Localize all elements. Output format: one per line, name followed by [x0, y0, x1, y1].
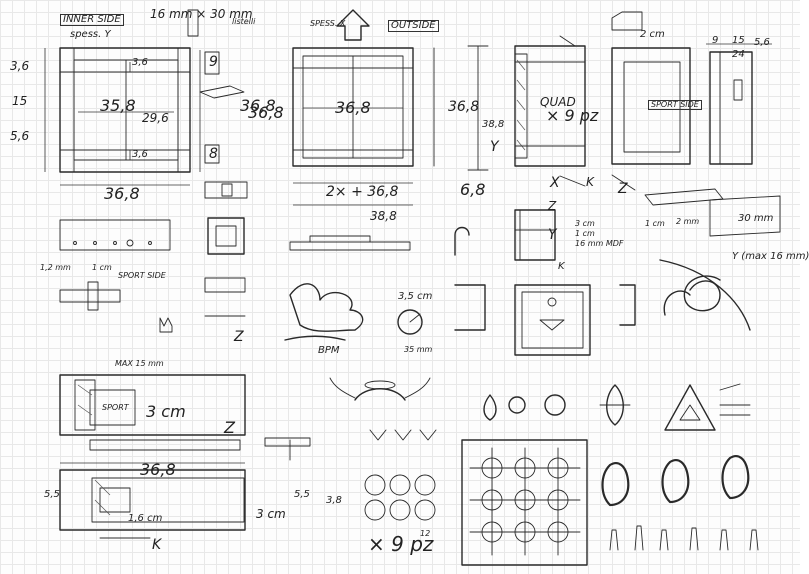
label-24: 24	[732, 49, 745, 60]
label-38-8-a: 38,8	[370, 209, 397, 223]
label-spess-y: spess. Y	[70, 29, 111, 40]
label-1cm-b: 1 cm	[645, 219, 665, 228]
label-16x30: 16 mm × 30 mm	[150, 7, 253, 21]
label-36-8-vert: 36,8	[240, 96, 276, 115]
label-1cm-c: 1 cm	[92, 263, 112, 272]
label-k-a: K	[586, 175, 594, 189]
label-5-6-left: 5,6	[10, 129, 30, 143]
label-3-6-top: 3,6	[132, 57, 148, 68]
target-grid	[469, 447, 581, 556]
label-sport: SPORT	[102, 403, 129, 412]
label-outside: OUTSIDE	[388, 20, 439, 32]
label-5-5-right: 5,5	[294, 489, 310, 500]
inner-frame-sketch	[44, 9, 245, 186]
label-3-8: 3,8	[326, 495, 342, 506]
label-3cm-c: 3 cm	[256, 507, 286, 521]
label-35-8: 35,8	[100, 96, 136, 115]
label-5-5-left: 5,5	[44, 489, 60, 500]
label-x9pz-b: × 9 pz	[368, 532, 434, 556]
label-5-6-b: 5,6	[754, 37, 770, 48]
label-3cm-a: 3 cm	[575, 219, 595, 228]
label-y-b: Y	[548, 227, 557, 243]
label-k-b: K	[558, 261, 565, 272]
label-quad: QUAD	[540, 95, 576, 109]
label-3-6-bottom: 3,6	[132, 149, 148, 160]
label-sport-side-b: SPORT SIDE	[118, 271, 166, 280]
label-15-b: 15	[732, 35, 745, 46]
sphere-grid	[364, 429, 437, 521]
label-16mm-mdf: 16 mm MDF	[575, 239, 624, 248]
label-36-8-mid: 36,8	[335, 98, 371, 117]
label-bpm: BPM	[318, 345, 340, 356]
label-1cm-a: 1 cm	[575, 229, 595, 238]
label-spess-x: SPESS. X	[310, 19, 346, 28]
label-y-a: Y	[490, 139, 499, 155]
label-36-8-low: 36,8	[140, 460, 176, 479]
label-max-15mm: MAX 15 mm	[115, 359, 164, 368]
outside-frame-sketch	[292, 9, 489, 206]
label-z-b: Z	[548, 199, 557, 213]
label-15-left: 15	[12, 94, 28, 108]
label-x9pz-a: × 9 pz	[546, 106, 599, 125]
label-3-6-left: 3,6	[10, 59, 30, 73]
label-12: 12	[420, 529, 431, 538]
row2-sketches	[59, 181, 781, 356]
label-2mm: 2 mm	[676, 217, 700, 226]
label-9-b: 9	[712, 35, 719, 46]
label-k-c: K	[152, 537, 162, 553]
quad-detail-sketch	[514, 35, 586, 187]
label-38-8-b: 38,8	[482, 119, 505, 130]
label-1-6cm: 1,6 cm	[128, 513, 163, 524]
label-inner-side: INNER SIDE	[60, 14, 124, 26]
label-36-8-side: 36,8	[448, 99, 480, 115]
label-36-8-bottom: 36,8	[104, 184, 140, 203]
label-y-max: Y (max 16 mm)	[732, 251, 809, 262]
label-listelli: listelli	[232, 17, 256, 26]
label-z-d: Z	[224, 418, 235, 437]
label-2cm-a: 2 cm	[640, 29, 665, 40]
row3-sketches	[59, 374, 759, 566]
label-35mm: 35 mm	[404, 345, 433, 354]
label-3cm-b: 3 cm	[146, 402, 186, 421]
label-x-a: X	[550, 175, 560, 191]
label-6-8: 6,8	[460, 180, 486, 199]
label-3-5cm: 3,5 cm	[398, 291, 433, 302]
label-z-c: Z	[234, 329, 244, 345]
label-36-8-outer: 36,8	[248, 103, 284, 122]
label-30mm: 30 mm	[738, 213, 774, 224]
label-1-2mm: 1,2 mm	[40, 263, 71, 272]
glass-frame-sketch	[611, 11, 772, 191]
label-9-box: 9	[209, 54, 218, 70]
label-8-box: 8	[209, 146, 218, 162]
label-29-6: 29,6	[142, 111, 169, 125]
label-sport-side-a: SPORT SIDE	[648, 100, 702, 110]
label-2x-36-8: 2× + 36,8	[326, 184, 399, 200]
label-z-a: Z	[618, 181, 628, 197]
